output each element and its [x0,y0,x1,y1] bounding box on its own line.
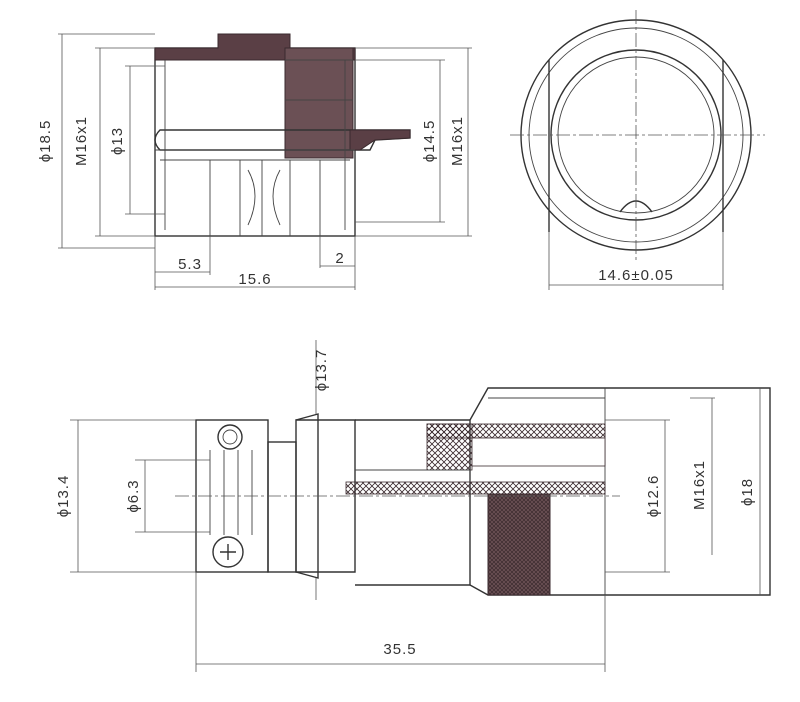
dim-length: 35.5 [383,641,416,658]
dim-thread: M16x1 [691,460,708,510]
top-right-end-view: 14.6±0.05 [510,10,765,290]
dim-d-right: ϕ14.5 [421,120,438,163]
dim-d-top: ϕ13.7 [313,349,330,392]
dim-thread-right: M16x1 [449,116,466,166]
dim-d-inner: ϕ13 [109,127,126,155]
dim-d-outer-bottom: ϕ18 [739,478,756,506]
top-left-side-view: ϕ18.5 M16x1 ϕ13 ϕ14.5 M16x1 5.3 2 15.6 [37,33,472,290]
dim-width: 14.6±0.05 [598,267,674,284]
dim-len-total: 15.6 [238,271,271,288]
dim-len-b: 2 [335,250,344,267]
dim-len-a: 5.3 [178,256,202,273]
dim-thread-left: M16x1 [73,116,90,166]
dim-d-bore: ϕ12.6 [645,475,662,518]
bottom-side-view: ϕ13.7 ϕ13.4 ϕ6.3 ϕ12.6 M16x1 ϕ18 35.5 [55,340,771,672]
dim-d-small: ϕ6.3 [125,479,142,512]
dim-d-outer: ϕ18.5 [37,120,54,163]
dim-d-left: ϕ13.4 [55,475,72,518]
